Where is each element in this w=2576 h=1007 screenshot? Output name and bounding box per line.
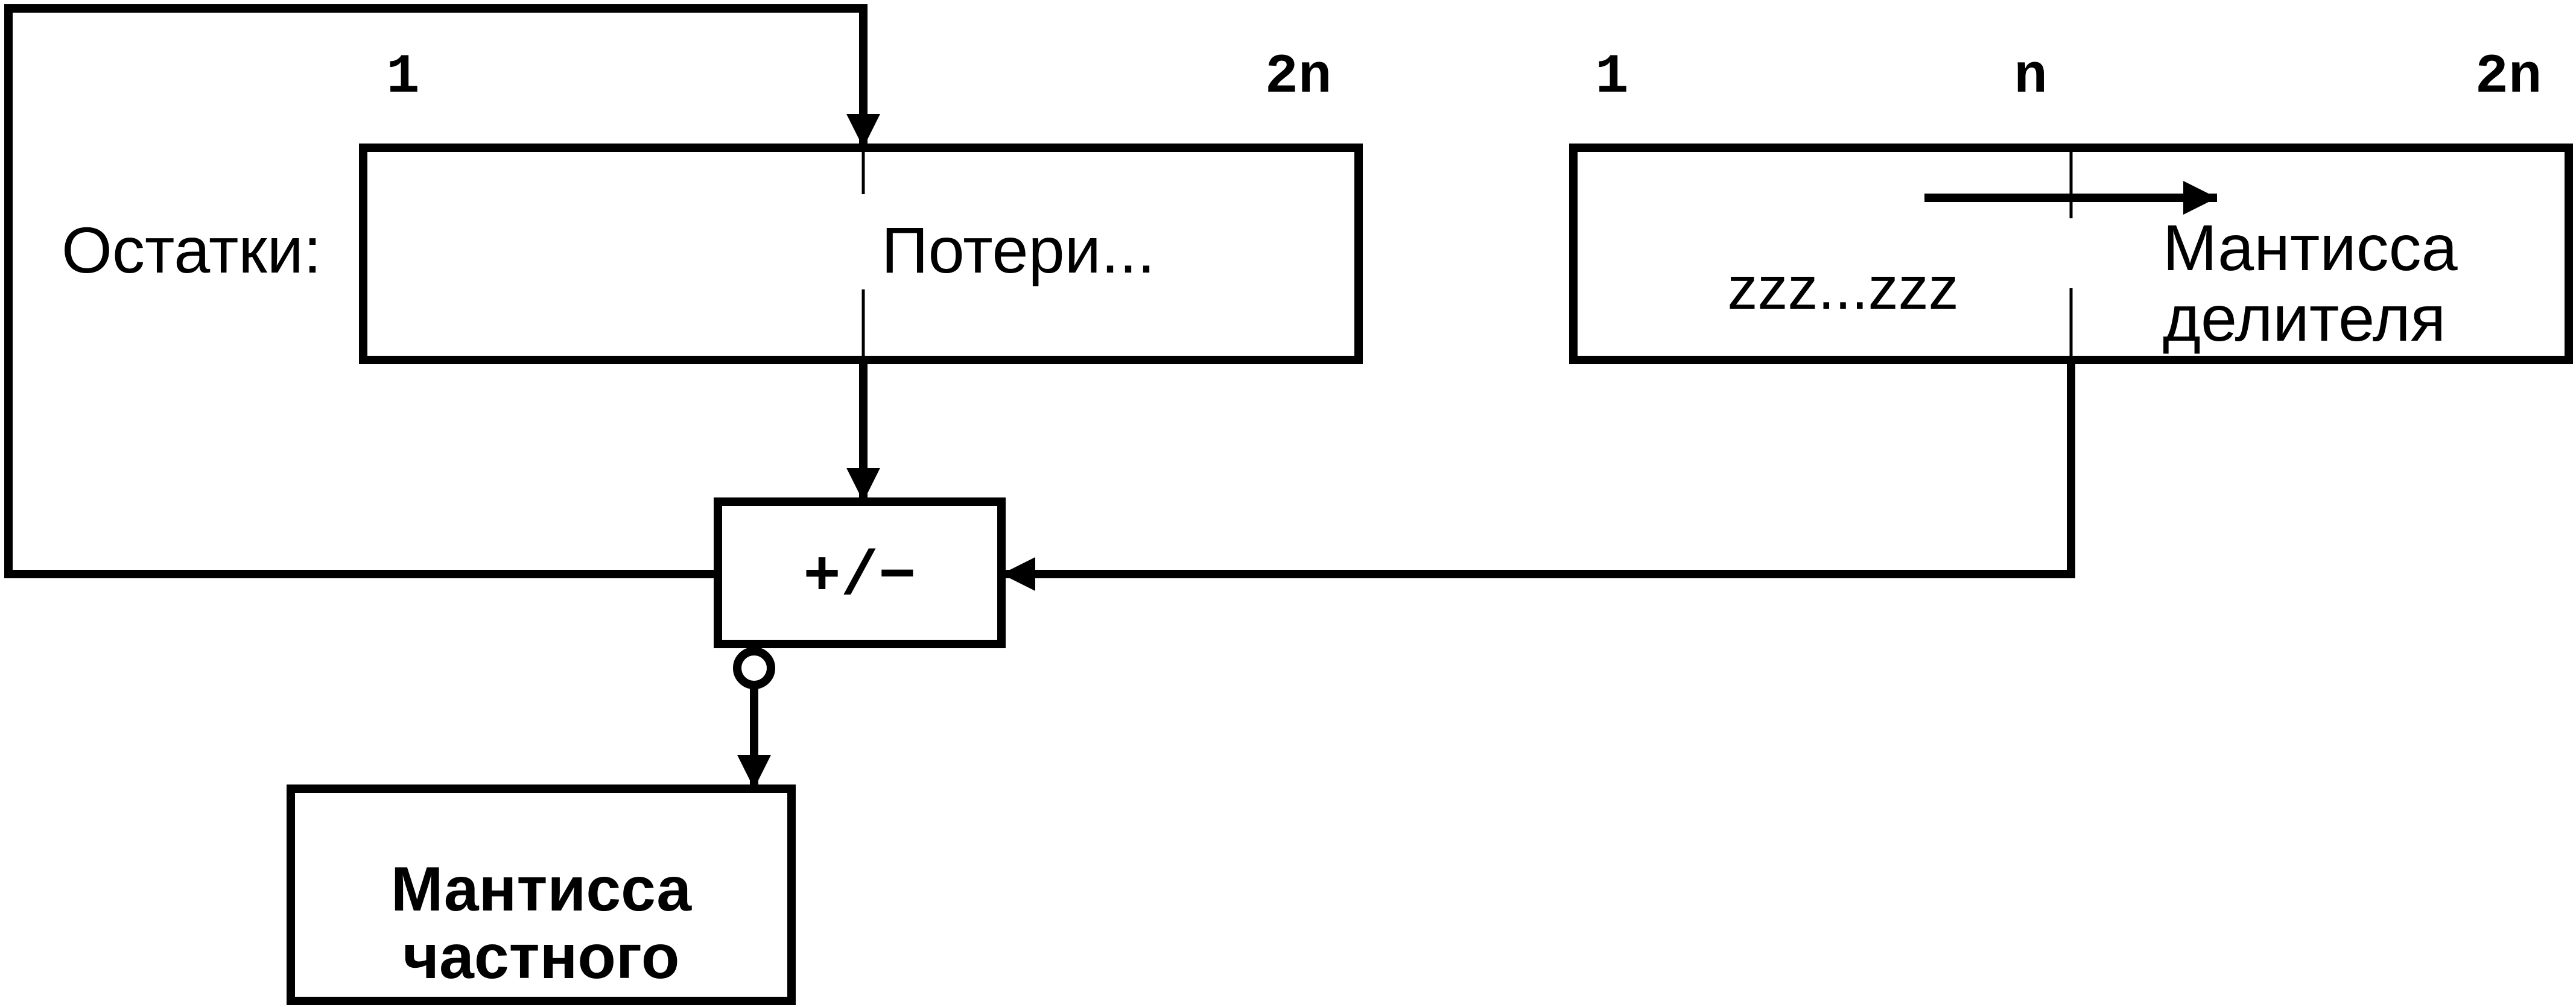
divisor-index-end: 2n — [2475, 45, 2542, 109]
divisor-index-start: 1 — [1595, 45, 1628, 109]
divisor-label-line2: делителя — [2163, 282, 2446, 355]
adder-label: +/− — [803, 542, 916, 613]
quotient-label-line2: частного — [403, 922, 680, 992]
remainder-index-start: 1 — [386, 45, 419, 109]
quotient-label-line1: Мантисса — [391, 854, 692, 924]
remainder-label: Остатки: — [62, 213, 322, 286]
remainder-register-box — [359, 144, 1363, 364]
divisor-zeros: zzz...zzz — [1727, 254, 1958, 322]
remainder-index-end: 2n — [1265, 45, 1331, 109]
divisor-label-line1: Мантисса — [2163, 211, 2458, 284]
divisor-index-mid: n — [2014, 45, 2047, 109]
feedback-loop-line — [4, 4, 880, 578]
quotient-register-box — [287, 784, 796, 1005]
carry-output-circle — [733, 647, 775, 689]
remainder-content: Потери... — [881, 213, 1155, 286]
divisor-to-adder-arrow — [1001, 360, 2075, 591]
